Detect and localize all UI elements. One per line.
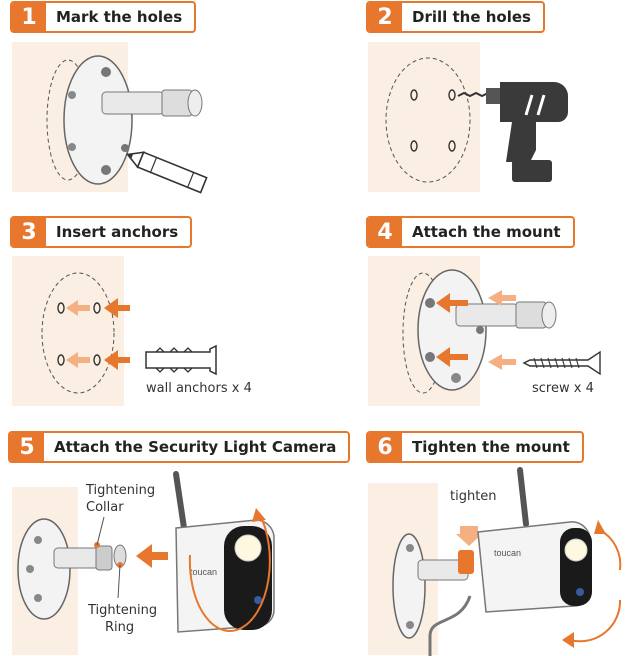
drill-icon [457, 82, 568, 182]
tightening-collar-label-line1: Tightening [86, 483, 156, 498]
screw-icon [522, 350, 601, 376]
step-1-badge: 1 Mark the holes [10, 1, 197, 33]
step-3-badge: 3 Insert anchors [10, 216, 193, 248]
pencil-icon [126, 151, 208, 194]
step-number: 1 [12, 3, 46, 31]
step-4-badge: 4 Attach the mount [366, 216, 575, 248]
step-5-badge: 5 Attach the Security Light Camera [8, 431, 351, 463]
wall-anchor-icon [145, 344, 217, 376]
arrow-icon-step5 [136, 544, 168, 568]
step-number: 6 [368, 433, 402, 461]
holes-step3 [41, 272, 115, 394]
step-number: 5 [10, 433, 44, 461]
tightening-collar-label-line2: Collar [86, 500, 124, 515]
hole-marks-step2 [385, 57, 471, 183]
tighten-label: tighten [450, 489, 497, 504]
camera-icon-step5: toucan [173, 471, 275, 633]
camera-brand-logo: toucan [494, 548, 521, 558]
screw-label: screw x 4 [532, 381, 594, 396]
tightening-ring-label-line2: Ring [105, 620, 135, 635]
mount-step6 [392, 526, 482, 656]
wall-step3 [12, 256, 124, 406]
tightening-ring-label-line1: Tightening [88, 603, 158, 618]
wall-anchors-label: wall anchors x 4 [146, 381, 252, 396]
mount-plate-step4 [402, 269, 557, 394]
step-title: Mark the holes [56, 8, 183, 26]
step-title: Tighten the mount [412, 438, 570, 456]
step-title: Attach the Security Light Camera [54, 438, 337, 456]
step-number: 3 [12, 218, 46, 246]
step-title: Drill the holes [412, 8, 531, 26]
camera-icon-step6: toucan [477, 467, 622, 648]
mount-plate-step1 [46, 55, 203, 185]
camera-brand-logo: toucan [190, 567, 217, 577]
step-number: 4 [368, 218, 402, 246]
arrow-icon-step4 [436, 290, 516, 370]
arrow-icon-step3 [66, 298, 130, 370]
step-title: Insert anchors [56, 223, 179, 241]
step-title: Attach the mount [412, 223, 561, 241]
wall-step2 [368, 42, 480, 192]
step-6-badge: 6 Tighten the mount [366, 431, 584, 463]
step-2-badge: 2 Drill the holes [366, 1, 545, 33]
mount-step5 [17, 516, 127, 620]
step-number: 2 [368, 3, 402, 31]
